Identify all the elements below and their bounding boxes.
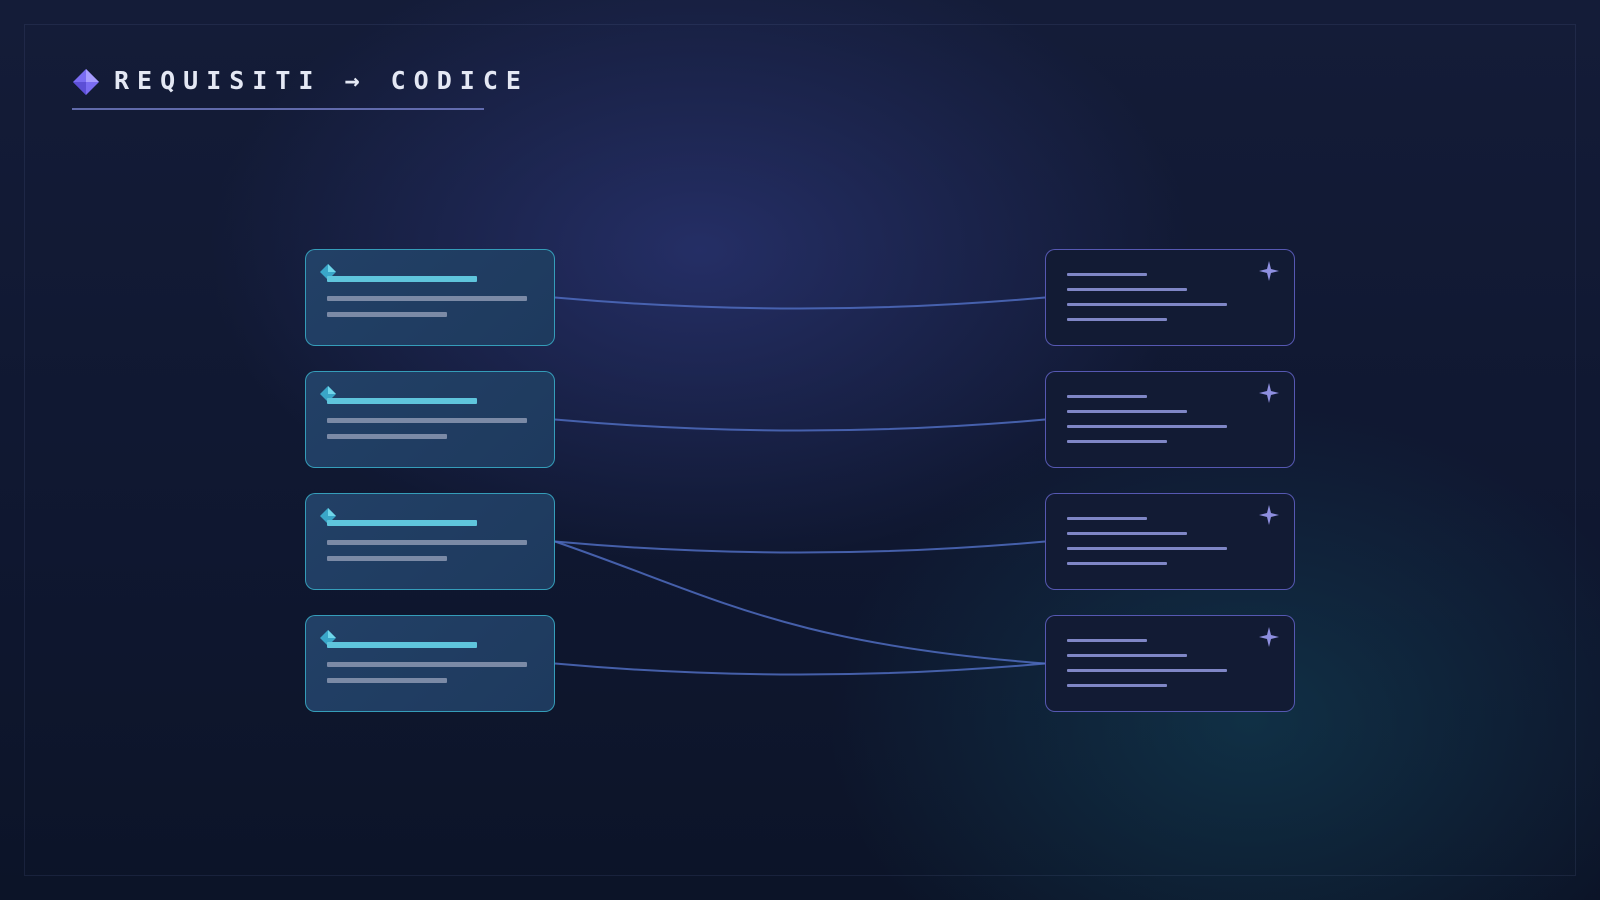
code-line — [1067, 532, 1187, 535]
sparkle-icon — [1259, 261, 1279, 281]
code-line — [1067, 547, 1227, 550]
code-card[interactable] — [1045, 615, 1295, 712]
trace-link — [554, 418, 1046, 432]
requirement-text-line — [327, 296, 527, 301]
code-line — [1067, 669, 1227, 672]
trace-link — [554, 662, 1046, 676]
requirement-card[interactable] — [305, 493, 555, 590]
code-line — [1067, 273, 1147, 276]
requirement-text-line — [327, 678, 447, 683]
inner-frame — [24, 24, 1576, 876]
code-line — [1067, 318, 1167, 321]
sparkle-icon — [1259, 383, 1279, 403]
requirement-text-line — [327, 312, 447, 317]
code-line — [1067, 395, 1147, 398]
code-card[interactable] — [1045, 493, 1295, 590]
code-line — [1067, 288, 1187, 291]
requirement-title-line — [327, 642, 477, 648]
requirement-card[interactable] — [305, 371, 555, 468]
diamond-gem-icon — [73, 69, 99, 95]
title-bar: REQUISITI → CODICE — [72, 62, 521, 110]
page-title: REQUISITI → CODICE — [114, 66, 529, 95]
code-line — [1067, 303, 1227, 306]
code-line — [1067, 684, 1167, 687]
requirement-title-line — [327, 276, 477, 282]
requirement-card[interactable] — [305, 615, 555, 712]
code-line — [1067, 517, 1147, 520]
code-card[interactable] — [1045, 249, 1295, 346]
trace-link — [554, 540, 1046, 554]
trace-link — [554, 540, 1046, 665]
code-line — [1067, 562, 1167, 565]
trace-link — [554, 296, 1046, 310]
sparkle-icon — [1259, 627, 1279, 647]
requirement-title-line — [327, 520, 477, 526]
code-line — [1067, 425, 1227, 428]
code-line — [1067, 639, 1147, 642]
requirement-text-line — [327, 540, 527, 545]
requirement-text-line — [327, 662, 527, 667]
requirement-title-line — [327, 398, 477, 404]
requirement-text-line — [327, 434, 447, 439]
code-line — [1067, 410, 1187, 413]
requirement-card[interactable] — [305, 249, 555, 346]
requirement-text-line — [327, 556, 447, 561]
code-line — [1067, 440, 1167, 443]
code-line — [1067, 654, 1187, 657]
sparkle-icon — [1259, 505, 1279, 525]
requirement-text-line — [327, 418, 527, 423]
code-card[interactable] — [1045, 371, 1295, 468]
